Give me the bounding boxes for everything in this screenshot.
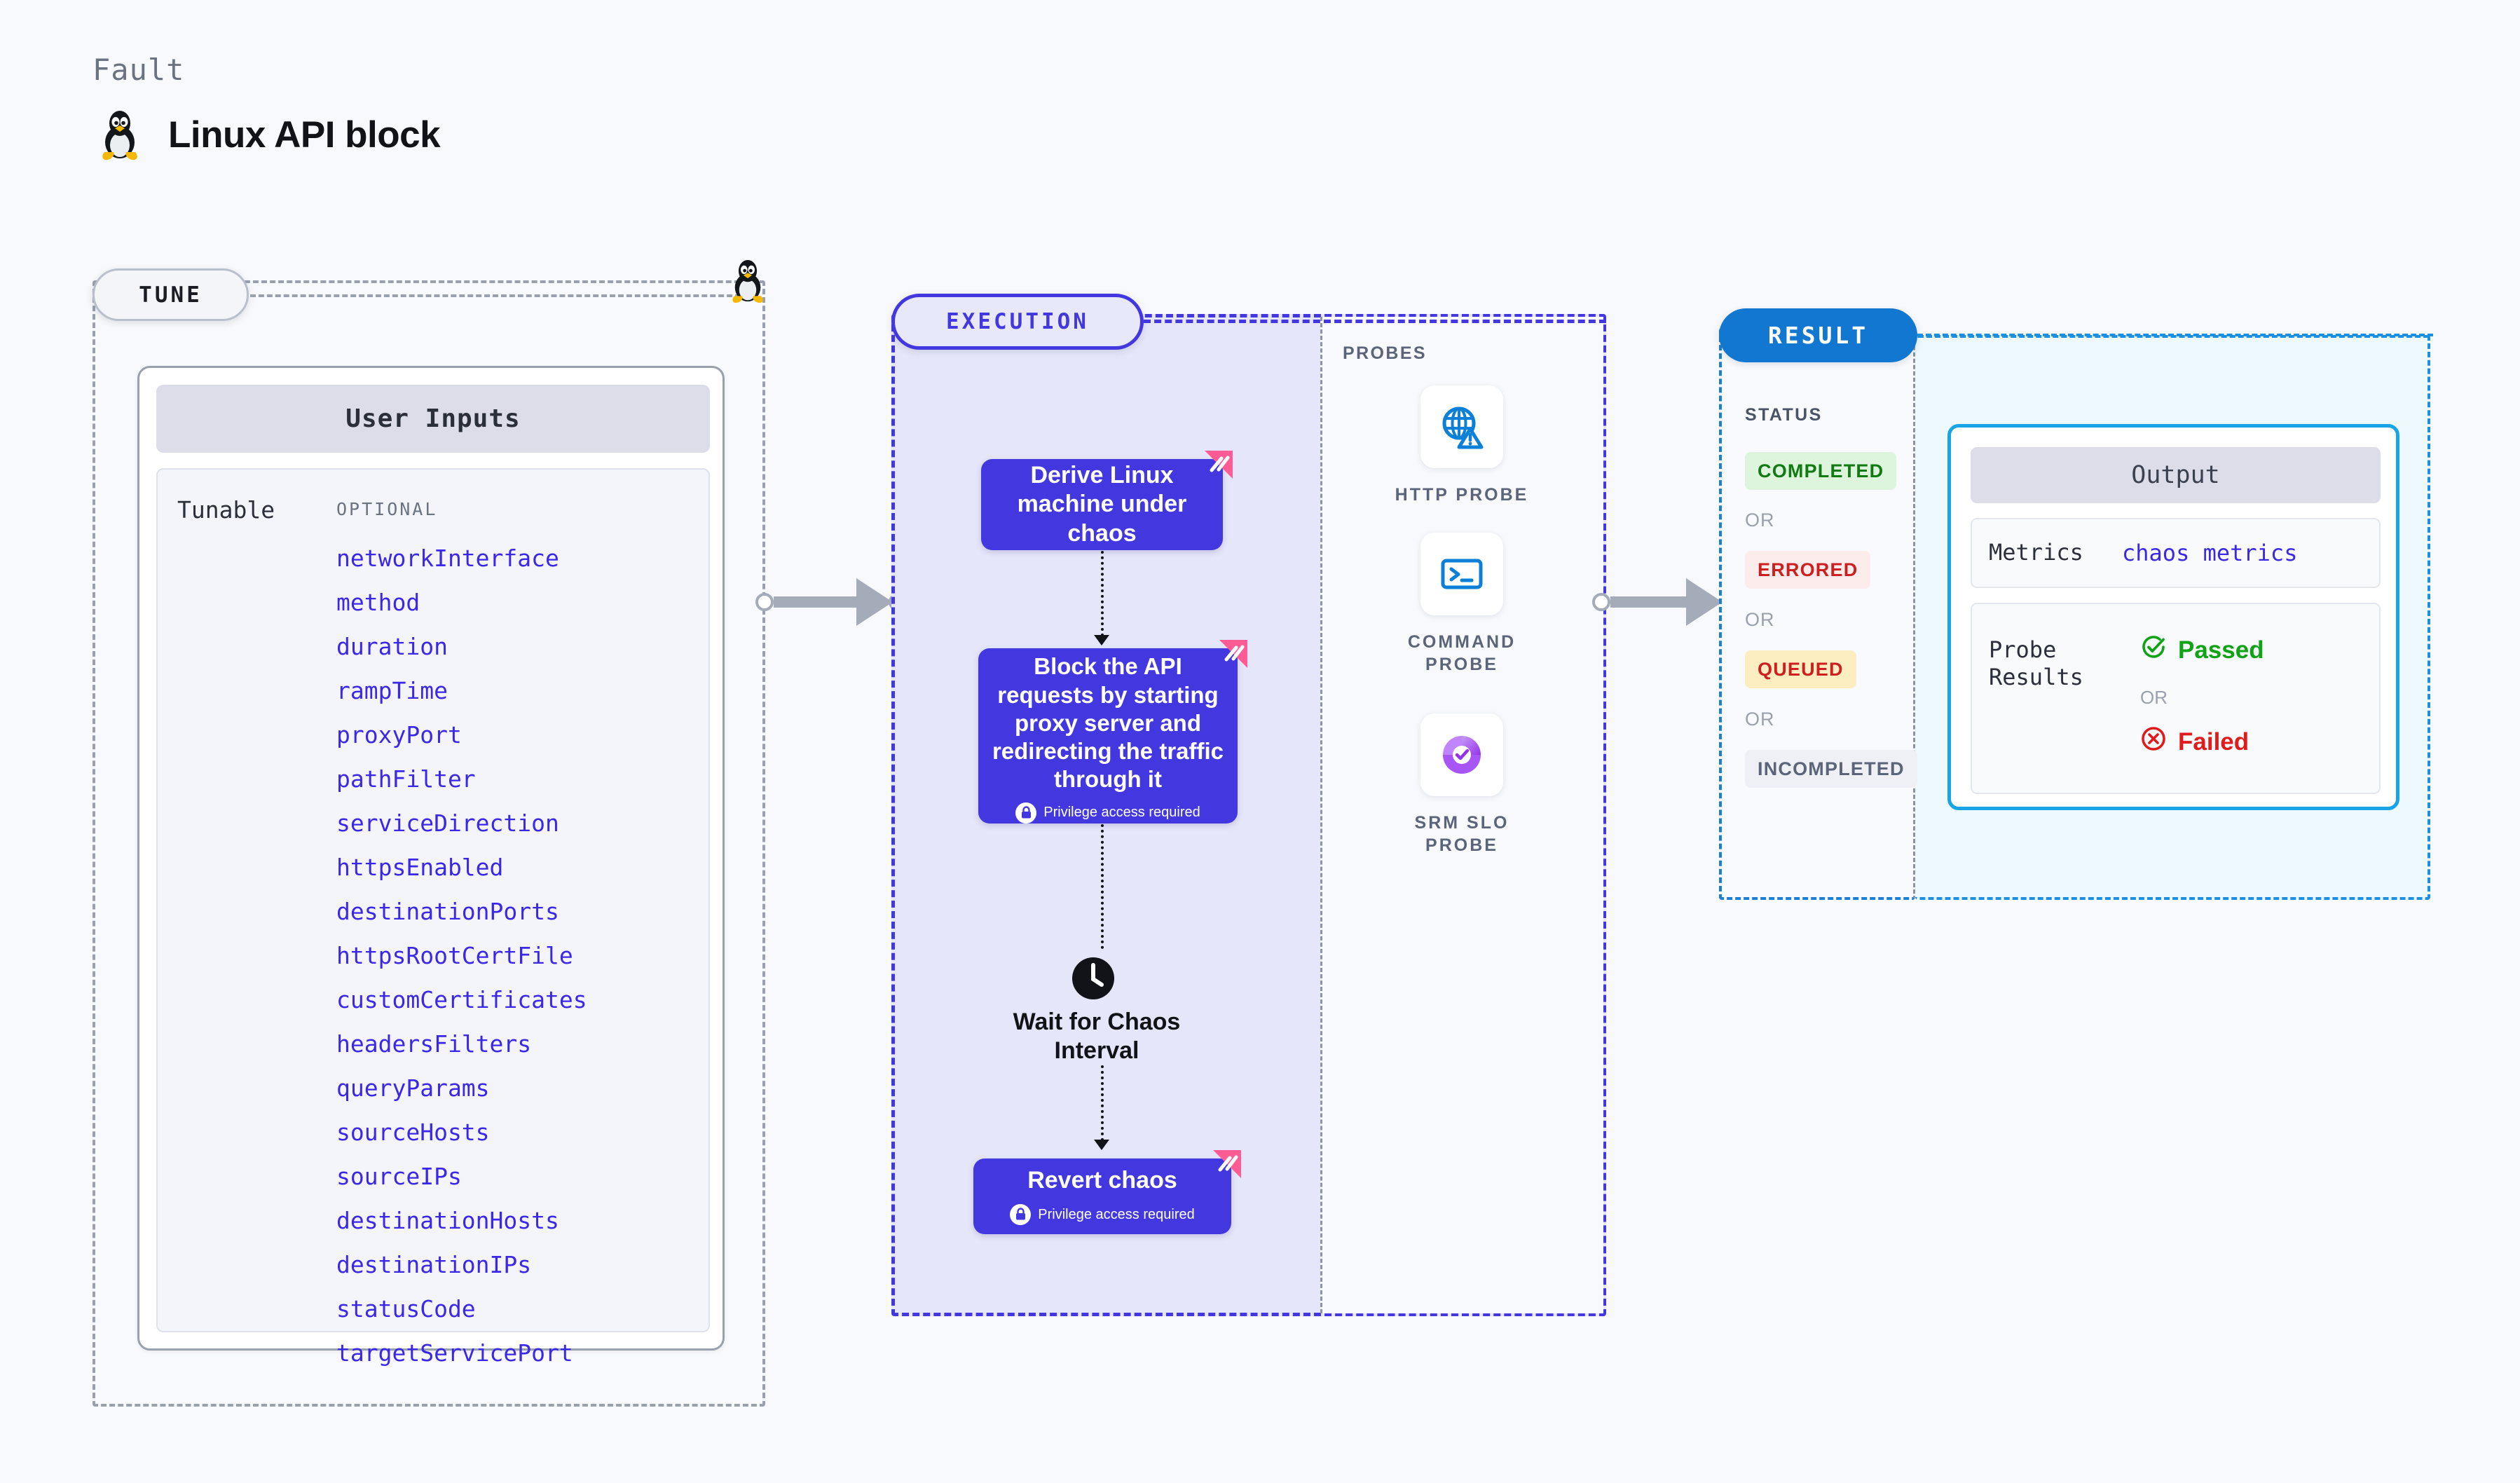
metrics-value[interactable]: chaos metrics [2122, 540, 2298, 566]
connector-bar [774, 596, 858, 608]
flow-arrowhead-1 [1094, 635, 1109, 645]
flow-arrow-2 [1101, 824, 1104, 949]
tunable-item[interactable]: destinationHosts [336, 1207, 559, 1234]
tunable-item[interactable]: queryParams [336, 1074, 490, 1102]
flow-arrow-1 [1101, 551, 1104, 636]
execution-pill[interactable]: EXECUTION [891, 294, 1144, 350]
tunable-item[interactable]: pathFilter [336, 765, 476, 793]
probe-label: SRM SLO PROBE [1414, 813, 1509, 855]
node-label: Revert chaos [1027, 1167, 1177, 1194]
status-badge-queued: QUEUED [1745, 650, 1856, 688]
probe-command[interactable]: COMMAND PROBE [1378, 533, 1546, 676]
or-separator: OR [2140, 687, 2168, 708]
page-title: Linux API block [168, 114, 441, 156]
probe-result-passed: Passed [2140, 634, 2264, 667]
connector-start-dot [755, 593, 774, 611]
status-badge-completed: COMPLETED [1745, 452, 1897, 490]
probe-http[interactable]: HTTP PROBE [1378, 385, 1546, 506]
failed-label: Failed [2178, 727, 2249, 756]
user-inputs-title: User Inputs [156, 385, 710, 453]
status-label: STATUS [1745, 405, 1823, 425]
connector-arrowhead [1686, 578, 1723, 626]
page-title-row: Linux API block [98, 109, 441, 161]
lock-icon [1015, 802, 1037, 823]
tunable-item[interactable]: method [336, 589, 420, 616]
status-badge-errored: ERRORED [1745, 551, 1871, 589]
tune-pill[interactable]: TUNE [93, 268, 249, 321]
passed-label: Passed [2178, 636, 2264, 664]
tunable-item[interactable]: httpsEnabled [336, 854, 504, 881]
tunable-item[interactable]: duration [336, 633, 448, 660]
tunable-item[interactable]: statusCode [336, 1295, 476, 1323]
privilege-text: Privilege access required [1043, 805, 1200, 821]
execution-connector-line [1144, 320, 1606, 323]
connector-arrowhead [856, 578, 893, 626]
tunable-group: Tunable OPTIONAL networkInterface method… [156, 468, 710, 1367]
x-circle-icon [2140, 725, 2167, 758]
tunable-item[interactable]: headersFilters [336, 1030, 532, 1058]
flow-arrowhead-3 [1094, 1140, 1109, 1150]
tune-connector-line [250, 294, 741, 297]
tunable-item[interactable]: destinationPorts [336, 898, 559, 925]
probes-area [1320, 317, 1603, 1313]
probes-section-label: PROBES [1343, 343, 1427, 363]
or-separator: OR [1745, 609, 1775, 630]
flow-arrow-3 [1101, 1065, 1104, 1141]
node-label: Block the API requests by starting proxy… [992, 653, 1224, 793]
tunable-item[interactable]: rampTime [336, 677, 448, 704]
execution-to-result-connector [1592, 578, 1737, 626]
fault-kicker: Fault [93, 53, 185, 87]
tunable-list: networkInterface method duration rampTim… [336, 536, 701, 1375]
result-pill[interactable]: RESULT [1719, 308, 1917, 362]
connector-start-dot [1592, 593, 1610, 611]
probe-results-row: Probe Results Passed OR F [1971, 603, 2381, 794]
probe-result-failed: Failed [2140, 725, 2249, 758]
tunable-label: Tunable [177, 496, 275, 524]
execution-node-derive[interactable]: Derive Linux machine under chaos [981, 451, 1233, 550]
output-title: Output [1971, 447, 2381, 503]
tune-section-boundary [93, 280, 765, 1407]
globe-warning-icon [1420, 385, 1503, 468]
tunable-item[interactable]: destinationIPs [336, 1251, 532, 1278]
result-connector-line [1917, 334, 2433, 336]
clock-icon [1071, 956, 1116, 1004]
tunable-item[interactable]: serviceDirection [336, 809, 559, 837]
tux-marker-icon [729, 258, 767, 308]
execution-node-revert-chaos[interactable]: Revert chaos Privilege access required [973, 1150, 1241, 1234]
tunable-item[interactable]: customCertificates [336, 986, 587, 1013]
or-separator: OR [1745, 709, 1775, 730]
wait-for-chaos-label: Wait for Chaos Interval [1013, 1009, 1181, 1065]
check-circle-icon [2140, 634, 2167, 667]
tunable-item[interactable]: sourceIPs [336, 1163, 462, 1190]
lock-icon [1010, 1203, 1032, 1225]
terminal-icon [1420, 533, 1503, 615]
user-inputs-card: User Inputs Tunable OPTIONAL networkInte… [137, 366, 725, 1367]
optional-label: OPTIONAL [336, 499, 438, 519]
privilege-text: Privilege access required [1038, 1206, 1195, 1222]
tunable-item[interactable]: networkInterface [336, 545, 559, 572]
privilege-note: Privilege access required [1010, 1203, 1195, 1225]
status-badge-incompleted: INCOMPLETED [1745, 750, 1917, 788]
tunable-item[interactable]: httpsRootCertFile [336, 942, 573, 969]
tunable-item[interactable]: sourceHosts [336, 1119, 490, 1146]
linux-tux-icon [98, 109, 142, 161]
output-card: Output Metrics chaos metrics Probe Resul… [1947, 424, 2399, 810]
execution-node-block-api[interactable]: Block the API requests by starting proxy… [978, 640, 1247, 823]
tune-to-execution-connector [755, 578, 907, 626]
metrics-key: Metrics [1989, 539, 2083, 566]
tunable-item[interactable]: targetServicePort [336, 1339, 573, 1367]
metrics-row: Metrics chaos metrics [1971, 518, 2381, 588]
result-section-boundary [1719, 328, 1915, 900]
probe-label: COMMAND PROBE [1407, 632, 1516, 674]
probe-label: HTTP PROBE [1395, 485, 1529, 505]
privilege-note: Privilege access required [1015, 802, 1200, 823]
node-label: Derive Linux machine under chaos [1017, 461, 1187, 547]
or-separator: OR [1745, 510, 1775, 531]
probe-results-key: Probe Results [1989, 636, 2083, 691]
tunable-item[interactable]: proxyPort [336, 721, 462, 749]
connector-bar [1610, 596, 1687, 608]
srm-slo-icon [1420, 713, 1503, 796]
probe-srm-slo[interactable]: SRM SLO PROBE [1378, 713, 1546, 856]
